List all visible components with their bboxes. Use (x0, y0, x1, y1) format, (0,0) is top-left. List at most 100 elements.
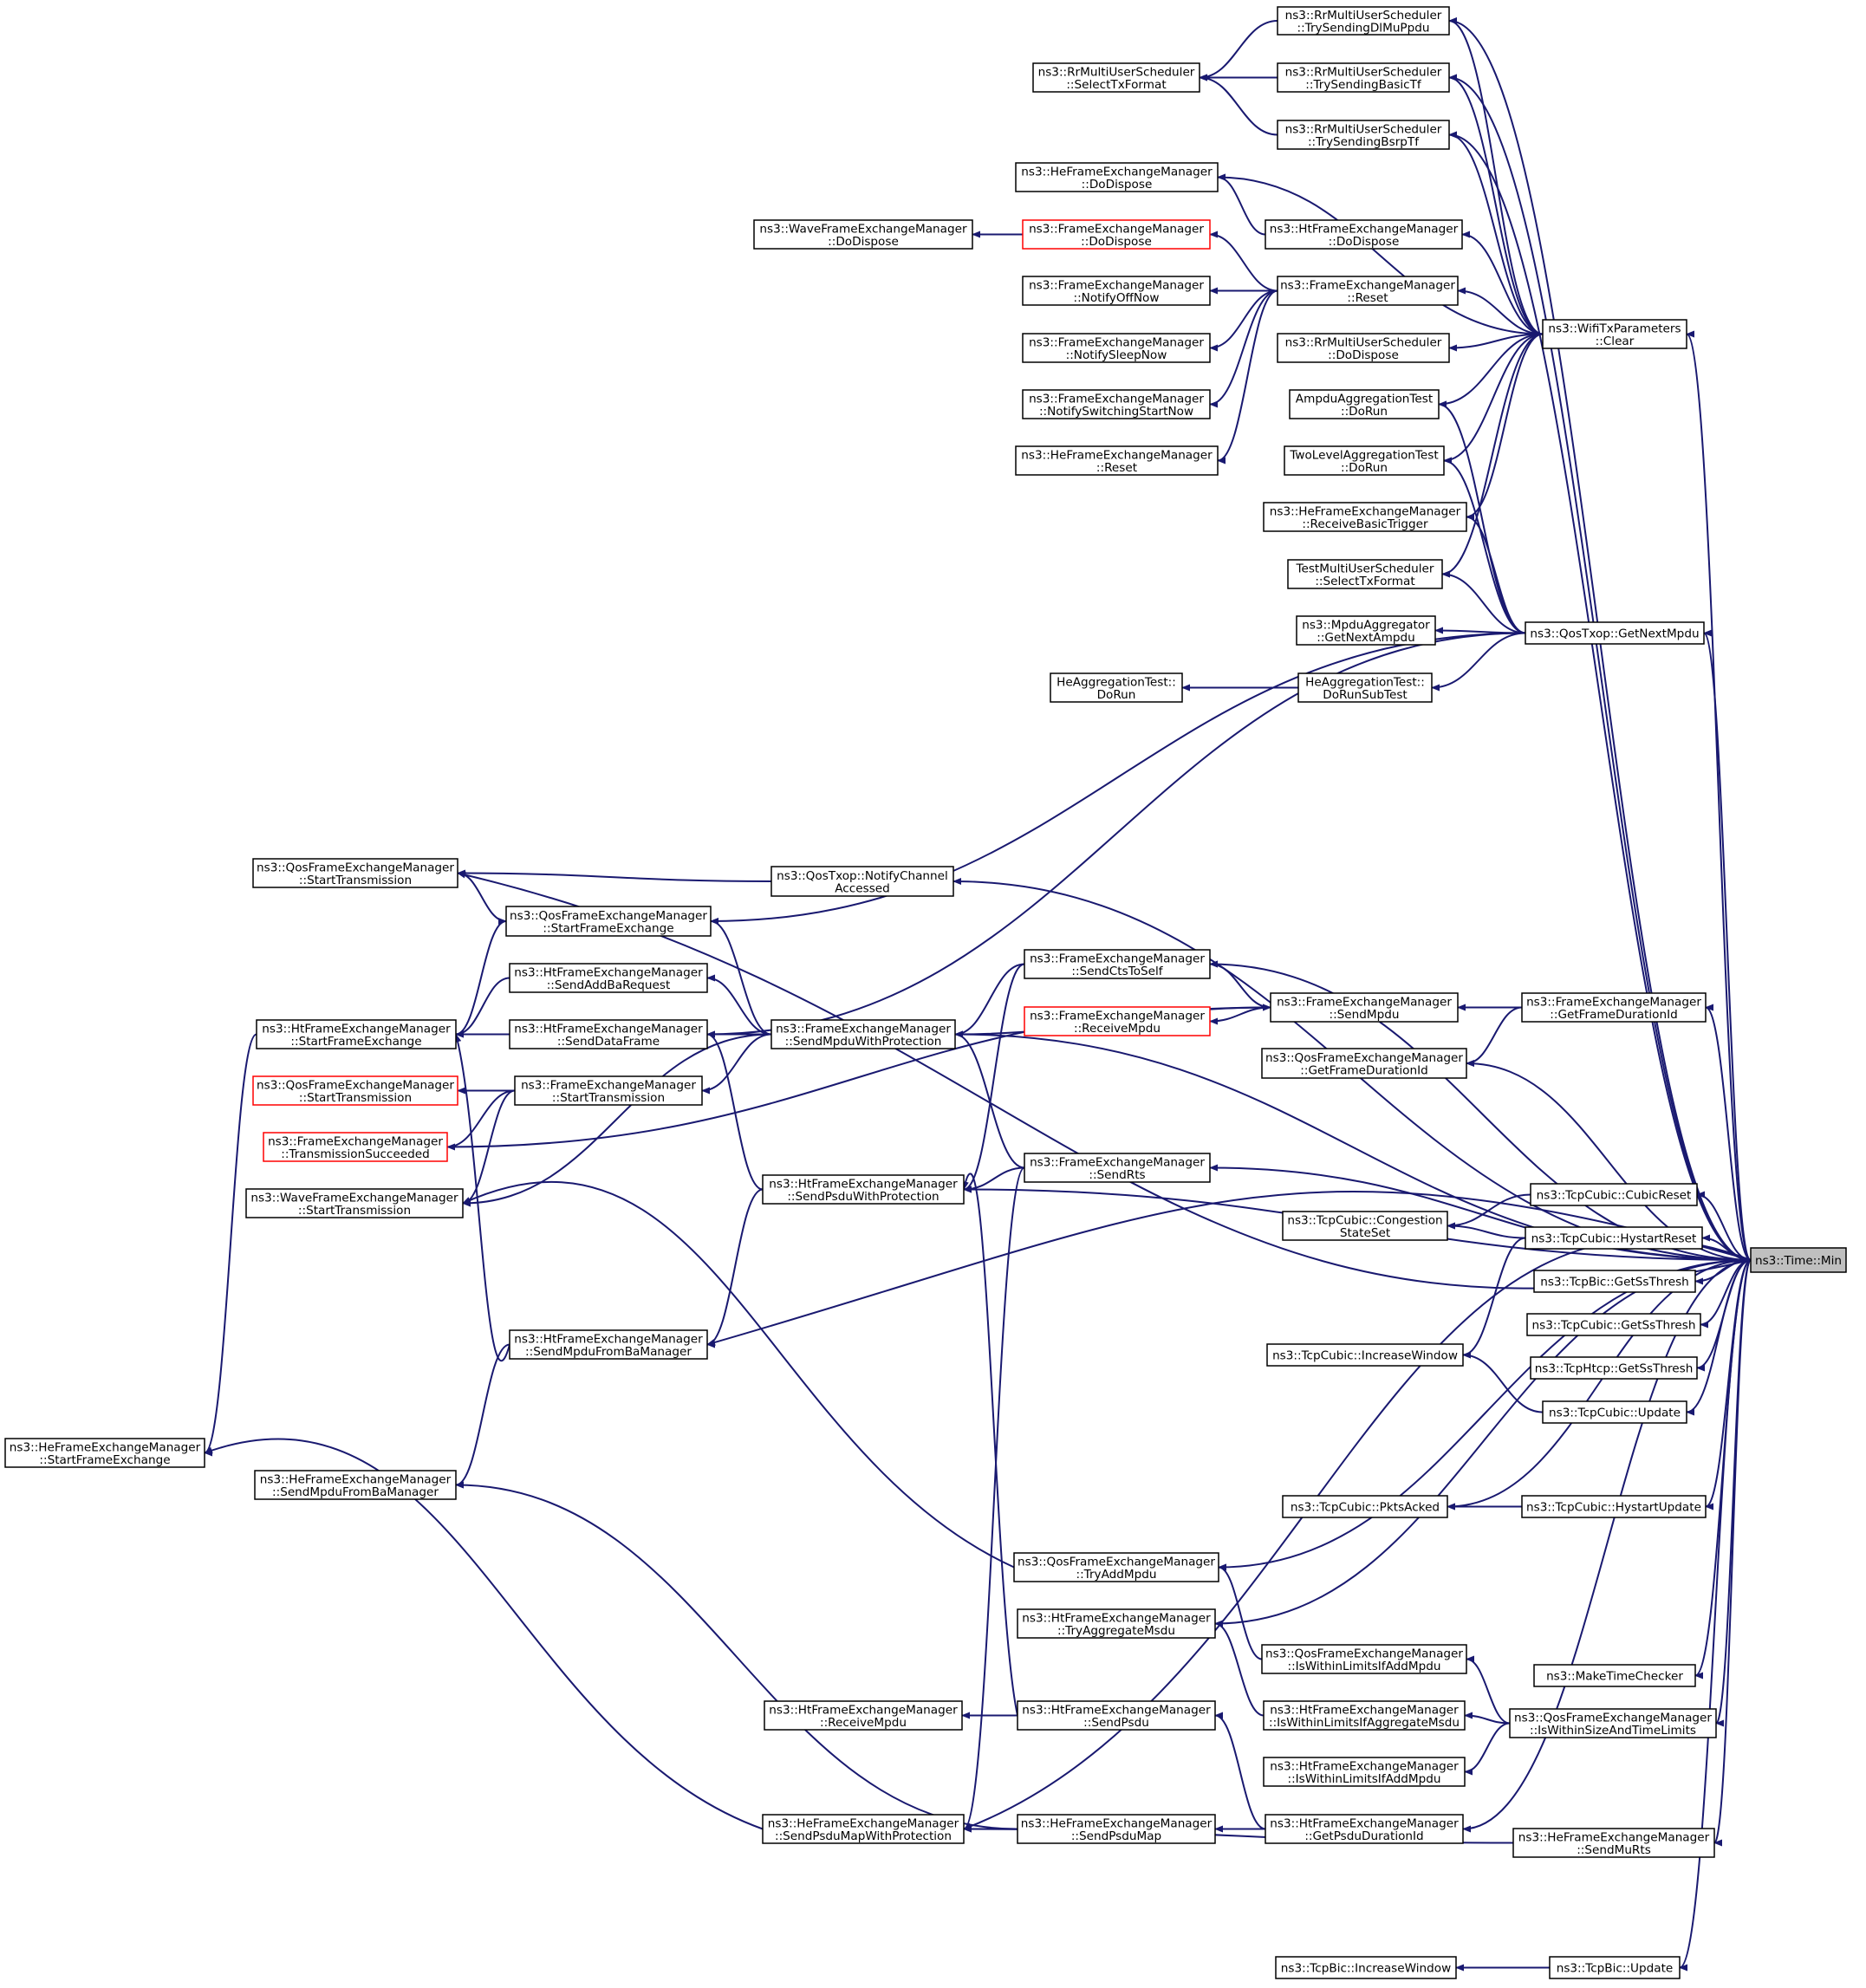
function-node[interactable]: ns3::QosFrameExchangeManager::IsWithinLi… (1261, 1644, 1467, 1674)
node-box (1542, 1400, 1687, 1424)
function-node[interactable]: ns3::TcpBic::GetSsThresh (1533, 1270, 1696, 1293)
function-node[interactable]: ns3::MakeTimeChecker (1533, 1664, 1696, 1687)
node-box (1282, 1495, 1448, 1518)
function-node[interactable]: ns3::TcpBic::Update (1549, 1956, 1681, 1979)
function-node[interactable]: ns3::FrameExchangeManager::SendMpduWithP… (770, 1019, 956, 1049)
function-node[interactable]: ns3::QosFrameExchangeManager::StartTrans… (252, 858, 458, 888)
node-label: ns3::TcpCubic::Update (1549, 1407, 1681, 1420)
function-node[interactable]: ns3::RrMultiUserScheduler::TrySendingDlM… (1277, 6, 1450, 36)
function-node[interactable]: ns3::FrameExchangeManager::GetFrameDurat… (1521, 992, 1707, 1023)
node-label: ns3::Time::Min (1755, 1254, 1842, 1268)
function-node[interactable]: ns3::FrameExchangeManager::NotifySleepNo… (1022, 333, 1211, 363)
function-node[interactable]: ns3::TcpCubic::GetSsThresh (1526, 1313, 1701, 1336)
target-node[interactable]: ns3::Time::Min (1750, 1247, 1847, 1273)
node-label: ::SendMpduFromBaManager (525, 1345, 692, 1359)
function-node[interactable]: ns3::QosFrameExchangeManager::TryAddMpdu (1013, 1552, 1219, 1582)
node-box (1024, 949, 1211, 979)
node-label: ::DoRun (1341, 405, 1388, 419)
function-node[interactable]: ns3::HtFrameExchangeManager::SendAddBaRe… (509, 963, 708, 993)
function-node[interactable]: ns3::FrameExchangeManager::SendCtsToSelf (1024, 949, 1211, 979)
function-node[interactable]: ns3::RrMultiUserScheduler::TrySendingBsr… (1277, 120, 1450, 150)
function-node[interactable]: ns3::HeFrameExchangeManager::StartFrameE… (4, 1438, 205, 1468)
function-node[interactable]: ns3::TcpCubic::Update (1542, 1400, 1687, 1424)
node-label: ::SendDataFrame (557, 1035, 660, 1049)
function-node[interactable]: ns3::TcpCubic::HystartUpdate (1521, 1495, 1707, 1518)
function-node[interactable]: AmpduAggregationTest::DoRun (1289, 389, 1440, 419)
function-node[interactable]: ns3::HtFrameExchangeManager::SendMpduFro… (509, 1329, 708, 1360)
function-node[interactable]: ns3::FrameExchangeManager::StartTransmis… (514, 1075, 703, 1106)
node-label: ns3::TcpCubic::PktsAcked (1291, 1501, 1440, 1515)
function-node[interactable]: ns3::FrameExchangeManager::ReceiveMpdu (1024, 1006, 1211, 1036)
function-node[interactable]: TestMultiUserScheduler::SelectTxFormat (1287, 559, 1443, 589)
function-node[interactable]: ns3::HtFrameExchangeManager::SendPsdu (1017, 1700, 1216, 1731)
node-box (1277, 6, 1450, 36)
function-node[interactable]: ns3::TcpCubic::CubicReset (1530, 1183, 1698, 1206)
function-node[interactable]: ns3::RrMultiUserScheduler::DoDispose (1277, 333, 1450, 363)
function-node[interactable]: ns3::WifiTxParameters::Clear (1542, 319, 1687, 349)
node-label: ns3::QosFrameExchangeManager (510, 909, 707, 923)
function-node[interactable]: ns3::HtFrameExchangeManager::StartFrameE… (256, 1019, 457, 1049)
node-label: ns3::FrameExchangeManager (268, 1134, 443, 1148)
node-box (1270, 992, 1459, 1023)
function-node[interactable]: ns3::QosFrameExchangeManager::IsWithinSi… (1509, 1708, 1717, 1738)
call-edge (462, 1180, 1015, 1569)
function-node[interactable]: ns3::FrameExchangeManager::TransmissionS… (263, 1132, 448, 1162)
function-node[interactable]: HeAggregationTest::DoRunSubTest (1297, 672, 1433, 703)
function-node[interactable]: ns3::FrameExchangeManager::NotifyOffNow (1022, 276, 1211, 306)
call-edge (1447, 1259, 1752, 1510)
node-label: ::TryAggregateMsdu (1057, 1624, 1175, 1638)
function-node[interactable]: ns3::TcpCubic::IncreaseWindow (1266, 1343, 1464, 1367)
node-box (1521, 992, 1707, 1023)
node-label: ns3::HtFrameExchangeManager (1022, 1611, 1211, 1625)
function-node[interactable]: ns3::MpduAggregator::GetNextAmpdu (1296, 615, 1436, 646)
function-node[interactable]: ns3::HeFrameExchangeManager::SendMuRts (1512, 1828, 1715, 1858)
function-node[interactable]: ns3::HtFrameExchangeManager::IsWithinLim… (1263, 1757, 1466, 1787)
function-node[interactable]: ns3::HtFrameExchangeManager::GetPsduDura… (1265, 1814, 1464, 1844)
function-node[interactable]: HeAggregationTest::DoRun (1050, 672, 1183, 703)
function-node[interactable]: ns3::FrameExchangeManager::NotifySwitchi… (1022, 389, 1211, 419)
function-node[interactable]: ns3::HeFrameExchangeManager::SendMpduFro… (254, 1470, 457, 1500)
function-node[interactable]: ns3::TcpCubic::HystartReset (1525, 1226, 1703, 1250)
function-node[interactable]: ns3::QosFrameExchangeManager::StartTrans… (252, 1075, 458, 1106)
function-node[interactable]: ns3::QosTxop::GetNextMpdu (1525, 621, 1705, 645)
call-edge (963, 1166, 1025, 1193)
function-node[interactable]: ns3::FrameExchangeManager::Reset (1277, 276, 1459, 306)
function-node[interactable]: ns3::HtFrameExchangeManager::IsWithinLim… (1263, 1700, 1466, 1731)
node-box (1015, 162, 1219, 192)
node-label: ::ReceiveBasicTrigger (1302, 517, 1428, 531)
node-label: ::SendPsduWithProtection (787, 1190, 939, 1204)
function-node[interactable]: ns3::FrameExchangeManager::SendMpdu (1270, 992, 1459, 1023)
node-label: ns3::TcpCubic::IncreaseWindow (1272, 1349, 1458, 1363)
function-node[interactable]: ns3::HeFrameExchangeManager::SendPsduMap (1017, 1814, 1216, 1844)
function-node[interactable]: ns3::HeFrameExchangeManager::DoDispose (1015, 162, 1219, 192)
function-node[interactable]: ns3::TcpHtcp::GetSsThresh (1530, 1356, 1698, 1380)
function-node[interactable]: ns3::HeFrameExchangeManager::SendPsduMap… (762, 1814, 965, 1844)
function-node[interactable]: ns3::TcpCubic::PktsAcked (1282, 1495, 1448, 1518)
function-node[interactable]: ns3::HeFrameExchangeManager::ReceiveBasi… (1263, 502, 1467, 532)
function-node[interactable]: ns3::HtFrameExchangeManager::TryAggregat… (1017, 1608, 1216, 1639)
function-node[interactable]: ns3::QosFrameExchangeManager::GetFrameDu… (1261, 1048, 1467, 1079)
function-node[interactable]: ns3::FrameExchangeManager::SendRts (1024, 1153, 1211, 1183)
function-node[interactable]: ns3::FrameExchangeManager::DoDispose (1022, 219, 1211, 250)
function-node[interactable]: ns3::WaveFrameExchangeManager::StartTran… (245, 1188, 464, 1218)
function-node[interactable]: ns3::HtFrameExchangeManager::DoDispose (1265, 219, 1463, 250)
function-node[interactable]: ns3::WaveFrameExchangeManager::DoDispose (753, 219, 973, 250)
node-label: ::SendAddBaRequest (547, 978, 671, 992)
function-node[interactable]: ns3::TcpBic::IncreaseWindow (1275, 1956, 1457, 1979)
function-node[interactable]: ns3::RrMultiUserScheduler::SelectTxForma… (1032, 62, 1200, 93)
function-node[interactable]: ns3::HtFrameExchangeManager::SendPsduWit… (762, 1174, 965, 1205)
function-node[interactable]: ns3::HeFrameExchangeManager::Reset (1015, 445, 1219, 476)
function-node[interactable]: ns3::RrMultiUserScheduler::TrySendingBas… (1277, 62, 1450, 93)
call-edge (455, 920, 507, 1038)
node-box (1521, 1495, 1707, 1518)
node-label: ns3::MakeTimeChecker (1546, 1670, 1683, 1684)
function-node[interactable]: ns3::HtFrameExchangeManager::ReceiveMpdu (764, 1700, 963, 1731)
function-node[interactable]: TwoLevelAggregationTest::DoRun (1284, 445, 1445, 476)
node-box (252, 1075, 458, 1106)
function-node[interactable]: ns3::QosFrameExchangeManager::StartFrame… (505, 906, 712, 937)
function-node[interactable]: ns3::HtFrameExchangeManager::SendDataFra… (509, 1019, 708, 1049)
node-label: ns3::QosTxop::NotifyChannel (777, 869, 948, 883)
node-label: ns3::TcpBic::GetSsThresh (1540, 1276, 1689, 1290)
